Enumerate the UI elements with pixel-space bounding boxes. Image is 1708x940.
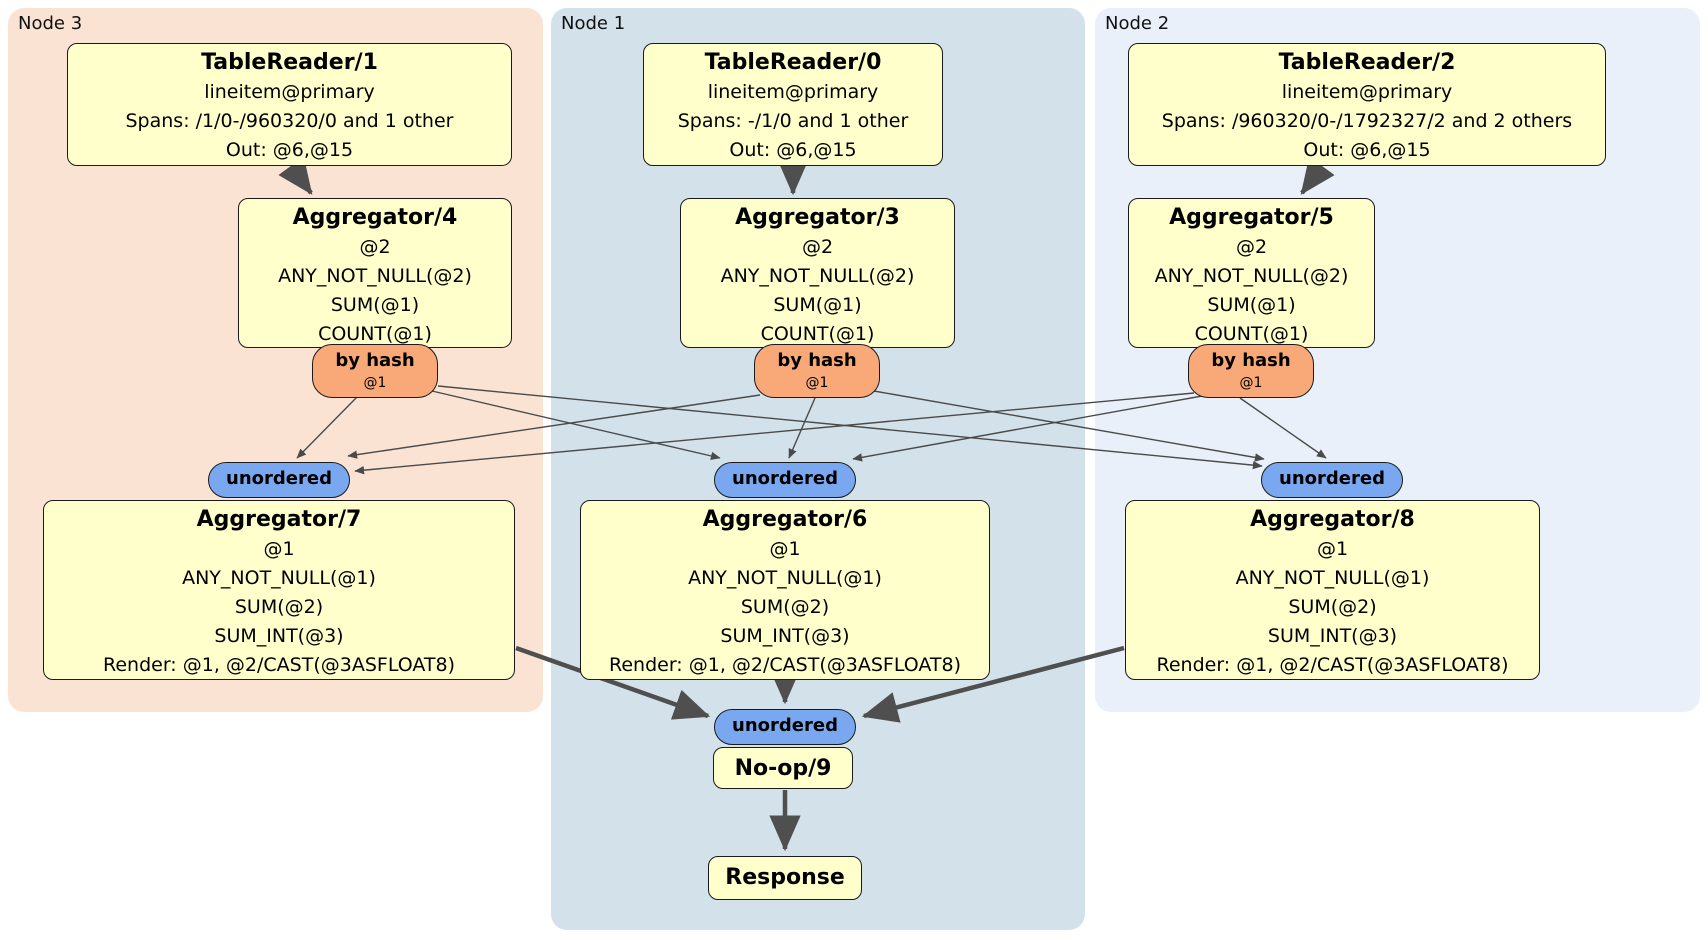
- processor-line: SUM(@2): [234, 596, 324, 618]
- router-label: by hash: [777, 350, 857, 371]
- processor-aggregator-8: Aggregator/8 @1 ANY_NOT_NULL(@1) SUM(@2)…: [1125, 500, 1540, 680]
- processor-title: Aggregator/5: [1169, 205, 1334, 230]
- processor-line: Out: @6,@15: [225, 139, 354, 161]
- node-label: Node 3: [18, 13, 83, 34]
- processor-line: SUM_INT(@3): [720, 625, 850, 647]
- processor-line: Spans: -/1/0 and 1 other: [677, 110, 909, 132]
- sync-unordered-final: unordered: [714, 709, 856, 745]
- processor-line: COUNT(@1): [318, 323, 432, 345]
- processor-title: No-op/9: [734, 756, 832, 781]
- processor-line: lineitem@primary: [204, 81, 375, 103]
- processor-line: COUNT(@1): [1194, 323, 1309, 345]
- processor-line: ANY_NOT_NULL(@2): [1154, 265, 1349, 287]
- processor-line: @1: [769, 538, 801, 560]
- node-label: Node 1: [561, 13, 626, 34]
- processor-line: Spans: /1/0-/960320/0 and 1 other: [125, 110, 454, 132]
- processor-line: SUM_INT(@3): [214, 625, 344, 647]
- sync-unordered-node1: unordered: [714, 462, 856, 498]
- processor-line: Out: @6,@15: [729, 139, 857, 161]
- processor-title: Aggregator/3: [735, 205, 900, 230]
- processor-line: @2: [801, 236, 834, 258]
- processor-line: Render: @1, @2/CAST(@3ASFLOAT8): [1156, 654, 1509, 676]
- processor-aggregator-3: Aggregator/3 @2 ANY_NOT_NULL(@2) SUM(@1)…: [680, 198, 955, 348]
- processor-aggregator-6: Aggregator/6 @1 ANY_NOT_NULL(@1) SUM(@2)…: [580, 500, 990, 680]
- processor-line: COUNT(@1): [760, 323, 875, 345]
- sync-unordered-node2: unordered: [1261, 462, 1403, 498]
- processor-line: lineitem@primary: [1281, 81, 1453, 103]
- processor-line: lineitem@primary: [707, 81, 879, 103]
- router-by-hash-node3: by hash @1: [312, 344, 438, 398]
- sync-unordered-node3: unordered: [208, 462, 350, 498]
- processor-title: TableReader/2: [1278, 50, 1456, 75]
- processor-aggregator-5: Aggregator/5 @2 ANY_NOT_NULL(@2) SUM(@1)…: [1128, 198, 1375, 348]
- processor-line: ANY_NOT_NULL(@2): [278, 265, 472, 287]
- processor-title: Aggregator/7: [196, 507, 362, 532]
- processor-line: ANY_NOT_NULL(@1): [182, 567, 376, 589]
- processor-line: SUM(@2): [740, 596, 830, 618]
- processor-title: Aggregator/6: [702, 507, 868, 532]
- processor-line: @2: [359, 236, 391, 258]
- processor-line: ANY_NOT_NULL(@1): [688, 567, 882, 589]
- processor-line: @1: [1316, 538, 1349, 560]
- processor-line: SUM_INT(@3): [1267, 625, 1398, 647]
- processor-line: ANY_NOT_NULL(@1): [1235, 567, 1430, 589]
- processor-aggregator-7: Aggregator/7 @1 ANY_NOT_NULL(@1) SUM(@2)…: [43, 500, 515, 680]
- router-label: by hash: [335, 350, 415, 371]
- processor-title: Aggregator/4: [292, 205, 458, 230]
- router-detail: @1: [805, 375, 829, 391]
- processor-line: Render: @1, @2/CAST(@3ASFLOAT8): [609, 654, 961, 676]
- processor-aggregator-4: Aggregator/4 @2 ANY_NOT_NULL(@2) SUM(@1)…: [238, 198, 512, 348]
- router-detail: @1: [363, 375, 387, 391]
- processor-tablereader-0: TableReader/0 lineitem@primary Spans: -/…: [643, 43, 943, 166]
- processor-title: Aggregator/8: [1250, 507, 1415, 532]
- processor-line: ANY_NOT_NULL(@2): [720, 265, 915, 287]
- processor-line: @2: [1235, 236, 1268, 258]
- processor-title: TableReader/0: [704, 50, 882, 75]
- processor-line: SUM(@2): [1288, 596, 1377, 618]
- processor-line: SUM(@1): [773, 294, 862, 316]
- response-box: Response: [708, 856, 862, 900]
- processor-line: Spans: /960320/0-/1792327/2 and 2 others: [1161, 110, 1573, 132]
- processor-tablereader-1: TableReader/1 lineitem@primary Spans: /1…: [67, 43, 512, 166]
- router-label: by hash: [1211, 350, 1291, 371]
- processor-line: @1: [263, 538, 295, 560]
- processor-noop-9: No-op/9: [713, 747, 853, 789]
- processor-line: Render: @1, @2/CAST(@3ASFLOAT8): [103, 654, 455, 676]
- processor-line: Out: @6,@15: [1303, 139, 1431, 161]
- node-label: Node 2: [1105, 13, 1170, 34]
- router-by-hash-node1: by hash @1: [754, 344, 880, 398]
- processor-title: Response: [725, 865, 845, 890]
- processor-line: SUM(@1): [330, 294, 420, 316]
- router-detail: @1: [1239, 375, 1263, 391]
- processor-line: SUM(@1): [1207, 294, 1296, 316]
- processor-title: TableReader/1: [201, 50, 378, 75]
- router-by-hash-node2: by hash @1: [1188, 344, 1314, 398]
- processor-tablereader-2: TableReader/2 lineitem@primary Spans: /9…: [1128, 43, 1606, 166]
